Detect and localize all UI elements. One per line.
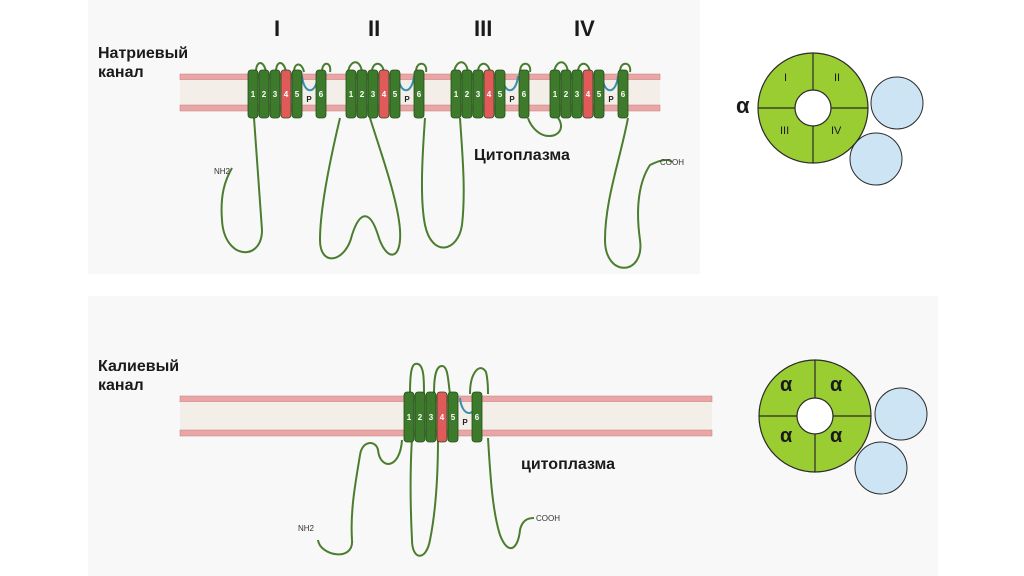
sodium-domain-3-segment-6 [518,69,530,119]
sodium-domain-1-segment-2 [258,69,270,119]
sodium-domain-2-segment-2 [356,69,368,119]
sodium-domain-4-segment-label-2: 2 [564,90,569,99]
sodium-domain-2-segment-3 [367,69,379,119]
potassium-channel-top-view [758,359,928,495]
potassium-loops [317,362,535,557]
sodium-domain-2-segment-label-5: 5 [393,90,398,99]
potassium-segment-4 [436,391,448,443]
potassium-title-line2: канал [98,377,144,394]
sodium-domain-4-segment-label-1: 1 [553,90,558,99]
potassium-segment-label-1: 1 [407,413,412,422]
sodium-domain-4-segment-5 [593,69,605,119]
sodium-domain-4-segment-label-3: 3 [575,90,580,99]
potassium-segment-label-P: P [462,418,468,427]
sodium-domain-2-segment-label-P: P [404,95,410,104]
sodium-alpha-label: α [736,93,750,118]
sodium-domain-4-segment-4 [582,69,594,119]
sodium-domain-2-segment-4 [378,69,390,119]
domain-label-2: II [368,16,381,41]
sodium-domain-2-segment-6 [413,69,425,119]
sodium-quadrant-2: II [834,72,841,84]
sodium-domain-3-segment-label-1: 1 [454,90,459,99]
sodium-domain-1-segment-label-2: 2 [262,90,267,99]
sodium-domain-2-segment-label-2: 2 [360,90,365,99]
potassium-segment-label-6: 6 [475,413,480,422]
sodium-n-terminus: NH2 [214,167,231,176]
sodium-domain-4-segment-label-4: 4 [586,90,591,99]
potassium-segment-label-5: 5 [451,413,456,422]
potassium-segment-6 [471,391,483,443]
sodium-domain-4-segment-2 [560,69,572,119]
sodium-title: Натриевый канал [98,44,188,82]
sodium-domain-3-segment-label-P: P [509,95,515,104]
potassium-c-terminus: COOH [536,514,560,523]
domain-label-4: IV [574,16,595,41]
sodium-cytoplasm-label: Цитоплазма [474,147,570,164]
sodium-domain-2-segment-5 [389,69,401,119]
sodium-domain-2-segment-label-4: 4 [382,90,387,99]
sodium-quadrant-3: III [780,125,790,137]
potassium-n-terminus: NH2 [298,524,315,533]
sodium-title-line1: Натриевый [98,45,189,62]
sodium-domain-2-segment-1 [345,69,357,119]
sodium-domain-1-segment-label-3: 3 [273,90,278,99]
sodium-intracellular-loops [220,117,673,269]
sodium-domain-3-segment-3 [472,69,484,119]
sodium-domain-3-segment-2 [461,69,473,119]
domain-label-3: III [474,16,493,41]
sodium-c-terminus: COOH [660,158,684,167]
sodium-domain-3-segment-label-6: 6 [522,90,527,99]
potassium-segment-1 [403,391,415,443]
sodium-domain-3-segment-1 [450,69,462,119]
sodium-quadrant-4: IV [831,125,842,137]
potassium-segment-label-4: 4 [440,413,445,422]
sodium-domain-4-segment-3 [571,69,583,119]
sodium-domain-4-segment-1 [549,69,561,119]
sodium-channel-top-view [757,52,924,186]
potassium-segment-5 [447,391,459,443]
sodium-domain-1-segment-5 [291,69,303,119]
sodium-domain-1-segment-label-4: 4 [284,90,289,99]
sodium-quadrant-1: I [784,72,788,84]
sodium-domain-1-segment-1 [247,69,259,119]
potassium-quadrant-2: α [830,374,843,396]
sodium-domain-2-segment-label-1: 1 [349,90,354,99]
sodium-domain-2-segment-label-6: 6 [417,90,422,99]
potassium-segment-3 [425,391,437,443]
sodium-domain-1-segment-label-6: 6 [319,90,324,99]
sodium-domain-4-segment-6 [617,69,629,119]
potassium-cytoplasm-label: цитоплазма [521,456,616,473]
sodium-domain-3-segment-label-2: 2 [465,90,470,99]
sodium-domain-4-segment-label-P: P [608,95,614,104]
domain-label-1: I [274,16,281,41]
sodium-panel-background [88,0,700,274]
sodium-domain-1-segment-label-P: P [306,95,312,104]
sodium-domain-3-segment-label-3: 3 [476,90,481,99]
sodium-domain-3-segment-5 [494,69,506,119]
sodium-title-line2: канал [98,64,144,81]
potassium-quadrant-1: α [780,374,793,396]
potassium-segment-2 [414,391,426,443]
sodium-domain-2-segment-label-3: 3 [371,90,376,99]
sodium-domain-1-segment-label-1: 1 [251,90,256,99]
potassium-segment-label-2: 2 [418,413,423,422]
potassium-quadrant-4: α [830,425,843,447]
potassium-quadrant-3: α [780,425,793,447]
sodium-domain-1-segment-4 [280,69,292,119]
sodium-domain-4-segment-label-6: 6 [621,90,626,99]
potassium-title: Калиевый канал [98,357,179,395]
sodium-domain-1-segment-label-5: 5 [295,90,300,99]
sodium-domain-1-segment-3 [269,69,281,119]
sodium-domain-4-segment-label-5: 5 [597,90,602,99]
sodium-domain-3-segment-label-5: 5 [498,90,503,99]
potassium-segment-label-3: 3 [429,413,434,422]
sodium-domain-3-segment-4 [483,69,495,119]
sodium-domain-3-segment-label-4: 4 [487,90,492,99]
sodium-domain-1-segment-6 [315,69,327,119]
potassium-title-line1: Калиевый [98,358,180,375]
